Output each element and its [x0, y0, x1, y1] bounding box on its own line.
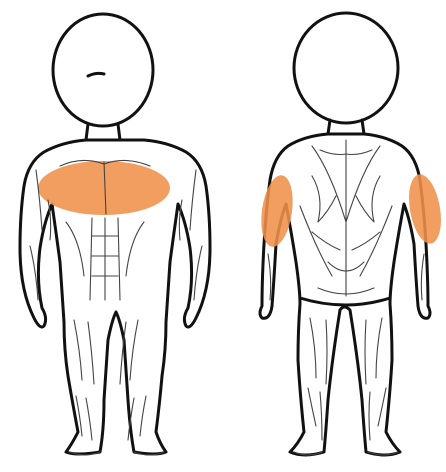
back-figure: [257, 13, 446, 455]
front-head: [53, 14, 153, 126]
back-head: [294, 13, 398, 123]
front-figure: [20, 14, 210, 455]
